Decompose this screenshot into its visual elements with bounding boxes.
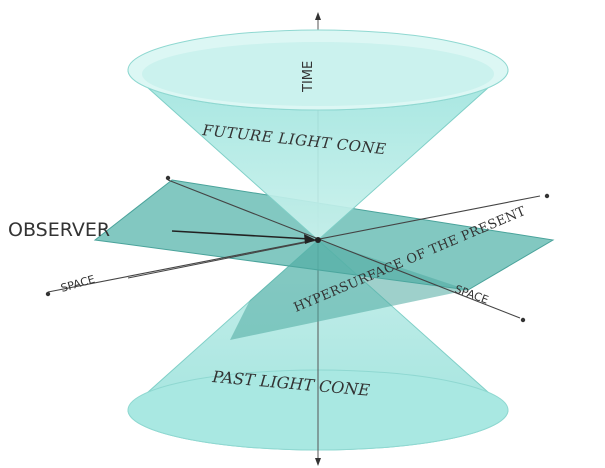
space-label-left: SPACE <box>59 273 96 295</box>
time-axis-arrow-bottom <box>315 458 321 466</box>
future-cone-inner-rim <box>142 42 494 106</box>
observer-pointer <box>171 230 311 240</box>
space-axis-3 <box>127 239 319 279</box>
observer-point <box>315 237 321 243</box>
hypersurface-shadow <box>230 240 468 340</box>
axis-end-dot <box>165 175 171 181</box>
time-axis-arrow-top <box>315 12 321 20</box>
observer-label: OBSERVER <box>8 219 110 241</box>
space-axis-1 <box>47 195 541 293</box>
axis-end-dot <box>45 291 51 297</box>
time-label: TIME <box>301 61 316 93</box>
observer-pointer-arrow <box>304 234 316 244</box>
axis-end-dot <box>520 317 526 323</box>
axis-end-dot <box>544 193 550 199</box>
space-axis-2 <box>167 179 521 319</box>
